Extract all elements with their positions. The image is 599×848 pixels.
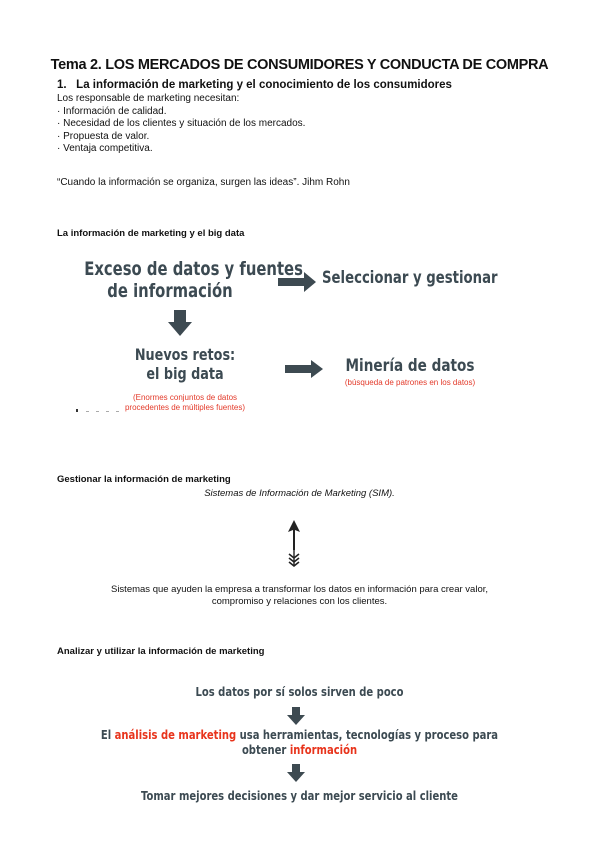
flow-step-1: Los datos por sí solos sirven de poco	[195, 684, 404, 699]
arrow-down-icon	[168, 310, 192, 336]
quote-text: “Cuando la información se organiza, surg…	[57, 177, 350, 188]
sim-text: Sistemas de Información de Marketing (SI…	[204, 488, 395, 499]
list-item: · Necesidad de los clientes y situación …	[57, 118, 306, 130]
diagram-note-retos: (Enormes conjuntos de datos procedentes …	[124, 393, 246, 412]
highlight-text: análisis de marketing	[114, 727, 237, 742]
intro-text: Los responsable de marketing necesitan:	[57, 93, 240, 104]
gestionar-heading: Gestionar la información de marketing	[57, 474, 231, 485]
analizar-heading: Analizar y utilizar la información de ma…	[57, 646, 265, 657]
list-item: · Información de calidad.	[57, 105, 167, 117]
diagram-box-exceso: Exceso de datos y fuentes de información	[84, 258, 303, 302]
decorative-mark	[76, 409, 119, 412]
arrow-down-icon	[287, 764, 305, 782]
arrow-up-icon	[288, 520, 300, 568]
diagram-note-mineria: (búsqueda de patrones en los datos)	[344, 378, 476, 387]
page-title: Tema 2. LOS MERCADOS DE CONSUMIDORES Y C…	[50, 57, 549, 73]
list-item: · Propuesta de valor.	[57, 130, 150, 142]
arrow-right-icon	[285, 360, 323, 378]
arrow-down-icon	[287, 707, 305, 725]
diagram-box-seleccionar: Seleccionar y gestionar	[322, 268, 498, 288]
highlight-text: información	[289, 742, 358, 757]
needs-list: Los responsable de marketing necesitan: …	[57, 93, 305, 156]
section-heading-1: 1. La información de marketing y el cono…	[57, 79, 452, 91]
sim-description: Sistemas que ayuden la empresa a transfo…	[110, 584, 489, 607]
flow-step-2: El análisis de marketing usa herramienta…	[100, 727, 499, 757]
arrow-right-icon	[278, 272, 316, 292]
diagram-box-mineria: Minería de datos	[345, 356, 475, 376]
flow-step-3: Tomar mejores decisiones y dar mejor ser…	[141, 788, 458, 803]
list-item: · Ventaja competitiva.	[57, 143, 153, 155]
diagram-box-retos: Nuevos retos: el big data	[134, 345, 236, 383]
bigdata-heading: La información de marketing y el big dat…	[57, 228, 245, 239]
